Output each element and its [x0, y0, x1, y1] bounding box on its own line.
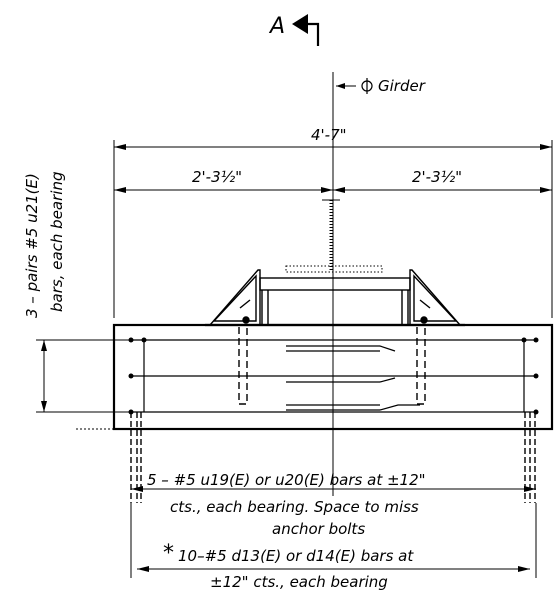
- centerline-symbol-icon: [361, 78, 373, 94]
- hidden-stirrups-dashed: [238, 327, 426, 405]
- bearing-assembly: [205, 269, 465, 327]
- note1-dimension: [130, 488, 537, 578]
- section-letter: A: [268, 14, 285, 39]
- bearing-pad-dotted: [285, 265, 383, 273]
- reinforcement-bars: [131, 339, 536, 413]
- vertical-note-line2: bars, each bearing: [48, 172, 66, 312]
- vertical-note-line1: 3 – pairs #5 u21(E): [23, 173, 41, 318]
- section-cut-arrow-icon: [292, 14, 320, 46]
- right-half-width-label: 2'-3½": [412, 168, 462, 186]
- note1-line1: 5 – #5 u19(E) or u20(E) bars at ±12": [147, 471, 426, 489]
- note1-line3: anchor bolts: [272, 520, 365, 538]
- concrete-beam-outline: [112, 323, 554, 431]
- left-half-width-label: 2'-3½": [192, 168, 242, 186]
- overall-width-label: 4'-7": [311, 126, 347, 144]
- vertical-bar-dimension: [36, 339, 131, 413]
- note2-line1: 10–#5 d13(E) or d14(E) bars at: [178, 547, 414, 565]
- note1-line2: cts., each bearing. Space to miss: [170, 498, 419, 516]
- note2-marker: *: [163, 541, 174, 566]
- centerline-label: Girder: [378, 77, 426, 95]
- overall-width-dimension: [113, 140, 553, 318]
- note2-line2: ±12" cts., each bearing: [210, 573, 388, 591]
- reinforcement-bar-dots: [128, 337, 539, 415]
